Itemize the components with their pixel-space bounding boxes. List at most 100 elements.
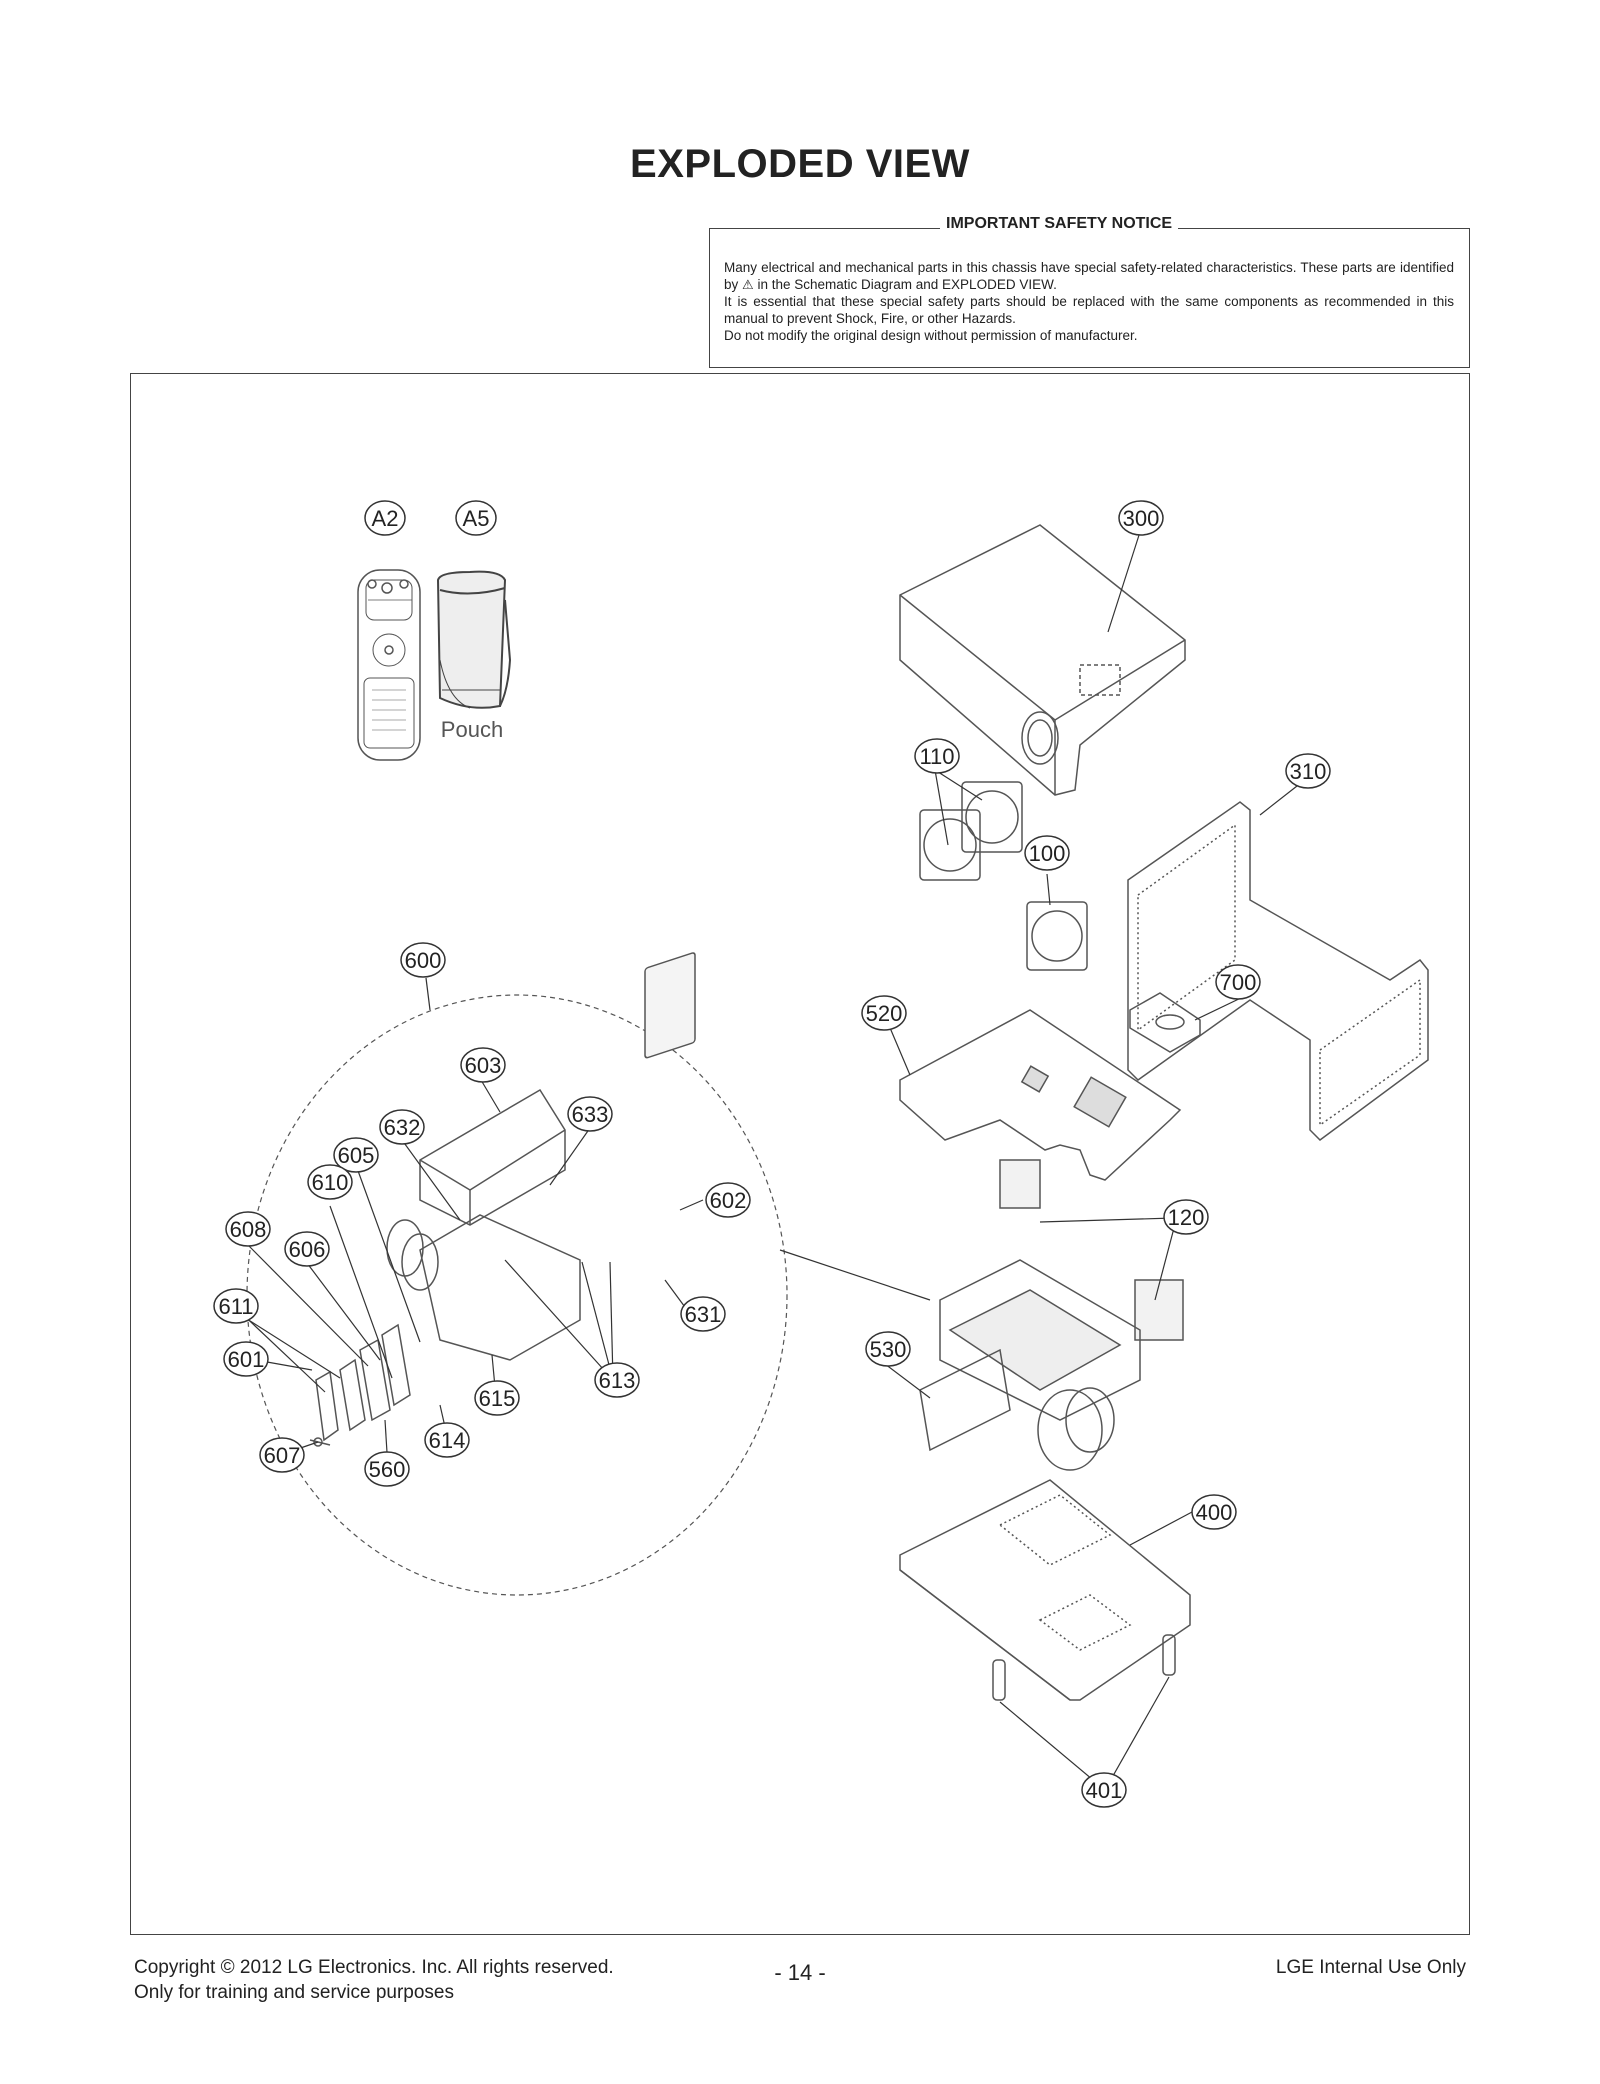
callout-label: 520 bbox=[866, 1001, 903, 1026]
callout-ellipse bbox=[223, 1341, 269, 1377]
callout-633: 633 bbox=[567, 1096, 613, 1132]
safety-notice-box: IMPORTANT SAFETY NOTICE Many electrical … bbox=[709, 215, 1470, 368]
callout-label: 607 bbox=[264, 1443, 301, 1468]
callout-ellipse bbox=[1024, 835, 1070, 871]
callout-ellipse bbox=[364, 1451, 410, 1487]
callout-606: 606 bbox=[284, 1231, 330, 1267]
callout-label: 610 bbox=[312, 1170, 349, 1195]
callout-ellipse bbox=[914, 738, 960, 774]
callout-ellipse bbox=[259, 1437, 305, 1473]
callout-label: 613 bbox=[599, 1368, 636, 1393]
top-cover-drawing bbox=[899, 524, 1186, 796]
callout-600: 600 bbox=[400, 942, 446, 978]
callout-label: 603 bbox=[465, 1053, 502, 1078]
callout-label: 700 bbox=[1220, 970, 1257, 995]
remote-control-drawing bbox=[357, 569, 421, 761]
callout-ellipse bbox=[705, 1182, 751, 1218]
callout-ellipse bbox=[400, 942, 446, 978]
callout-ellipse bbox=[333, 1137, 379, 1173]
callout-a2: A2 bbox=[364, 500, 406, 536]
callout-ellipse bbox=[474, 1380, 520, 1416]
page-number: - 14 - bbox=[774, 1960, 826, 1985]
callout-label: 605 bbox=[338, 1143, 375, 1168]
callout-560: 560 bbox=[364, 1451, 410, 1487]
callout-401: 401 bbox=[1081, 1772, 1127, 1808]
callout-label: 606 bbox=[289, 1237, 326, 1262]
footer-internal-use: LGE Internal Use Only bbox=[1275, 1957, 1466, 1978]
callout-label: A5 bbox=[463, 506, 490, 531]
callout-605: 605 bbox=[333, 1137, 379, 1173]
callout-ellipse bbox=[594, 1362, 640, 1398]
callout-label: 633 bbox=[572, 1102, 609, 1127]
diagram-frame bbox=[130, 373, 1470, 1935]
callout-530: 530 bbox=[865, 1331, 911, 1367]
callout-label: 615 bbox=[479, 1386, 516, 1411]
leader-lines bbox=[235, 531, 1298, 1791]
callout-label: 560 bbox=[369, 1457, 406, 1482]
bottom-case-drawing bbox=[899, 1479, 1191, 1701]
notice-text-2: It is essential that these special safet… bbox=[724, 294, 1454, 326]
safety-notice-body: Many electrical and mechanical parts in … bbox=[724, 259, 1454, 344]
footer-training: Only for training and service purposes bbox=[134, 1982, 454, 2003]
callout-700: 700 bbox=[1215, 964, 1261, 1000]
callout-120: 120 bbox=[1163, 1199, 1209, 1235]
callout-632: 632 bbox=[379, 1109, 425, 1145]
callout-300: 300 bbox=[1118, 500, 1164, 536]
callout-ellipse bbox=[284, 1231, 330, 1267]
callout-label: 401 bbox=[1086, 1778, 1123, 1803]
callout-a5: A5 bbox=[455, 500, 497, 536]
callout-ellipse bbox=[1163, 1199, 1209, 1235]
callout-100: 100 bbox=[1024, 835, 1070, 871]
callout-label: A2 bbox=[372, 506, 399, 531]
callout-631: 631 bbox=[680, 1296, 726, 1332]
callout-ellipse bbox=[865, 1331, 911, 1367]
pouch-drawing bbox=[436, 570, 512, 709]
callout-ellipse bbox=[307, 1164, 353, 1200]
callout-label: 602 bbox=[710, 1188, 747, 1213]
callout-110: 110 bbox=[914, 738, 960, 774]
callout-310: 310 bbox=[1285, 753, 1331, 789]
callout-label: 120 bbox=[1168, 1205, 1205, 1230]
callout-label: 608 bbox=[230, 1217, 267, 1242]
notice-text-1b: in the Schematic Diagram and EXPLODED VI… bbox=[757, 277, 1057, 292]
callout-label: 611 bbox=[218, 1294, 253, 1319]
callout-ellipse bbox=[680, 1296, 726, 1332]
callout-label: 631 bbox=[685, 1302, 722, 1327]
callout-ellipse bbox=[1215, 964, 1261, 1000]
footer-copyright: Copyright © 2012 LG Electronics. Inc. Al… bbox=[134, 1957, 614, 1978]
callout-520: 520 bbox=[861, 995, 907, 1031]
callout-ellipse bbox=[861, 995, 907, 1031]
main-pcb-drawing bbox=[899, 1009, 1184, 1341]
callout-balloons: A2 A5 300 110 310 100 600 700 520 603 633 632605610… bbox=[213, 500, 1331, 1808]
callout-ellipse bbox=[1081, 1772, 1127, 1808]
callout-ellipse bbox=[1118, 500, 1164, 536]
small-bracket-drawing bbox=[1129, 992, 1201, 1053]
callout-label: 614 bbox=[429, 1428, 466, 1453]
safety-notice-title: IMPORTANT SAFETY NOTICE bbox=[940, 215, 1179, 233]
rear-bracket-drawing bbox=[1127, 801, 1429, 1141]
callout-label: 400 bbox=[1196, 1500, 1233, 1525]
callout-ellipse bbox=[379, 1109, 425, 1145]
callout-607: 607 bbox=[259, 1437, 305, 1473]
page-title: EXPLODED VIEW bbox=[630, 142, 970, 186]
callout-615: 615 bbox=[474, 1380, 520, 1416]
light-engine-drawing bbox=[919, 1259, 1141, 1471]
callout-ellipse bbox=[1191, 1494, 1237, 1530]
callout-610: 610 bbox=[307, 1164, 353, 1200]
callout-ellipse bbox=[567, 1096, 613, 1132]
callout-613: 613 bbox=[594, 1362, 640, 1398]
notice-text-3: Do not modify the original design withou… bbox=[724, 328, 1138, 343]
callout-label: 530 bbox=[870, 1337, 907, 1362]
callout-label: 300 bbox=[1123, 506, 1160, 531]
notice-text-1a: Many electrical and mechanical parts in … bbox=[724, 260, 1454, 292]
optical-engine-drawing bbox=[309, 952, 696, 1447]
callout-ellipse bbox=[455, 500, 497, 536]
callout-label: 110 bbox=[919, 744, 954, 769]
callout-label: 600 bbox=[405, 948, 442, 973]
callout-ellipse bbox=[225, 1211, 271, 1247]
callout-614: 614 bbox=[424, 1422, 470, 1458]
callout-ellipse bbox=[460, 1047, 506, 1083]
callout-601: 601 bbox=[223, 1341, 269, 1377]
fan-assembly-drawing bbox=[919, 781, 1088, 971]
